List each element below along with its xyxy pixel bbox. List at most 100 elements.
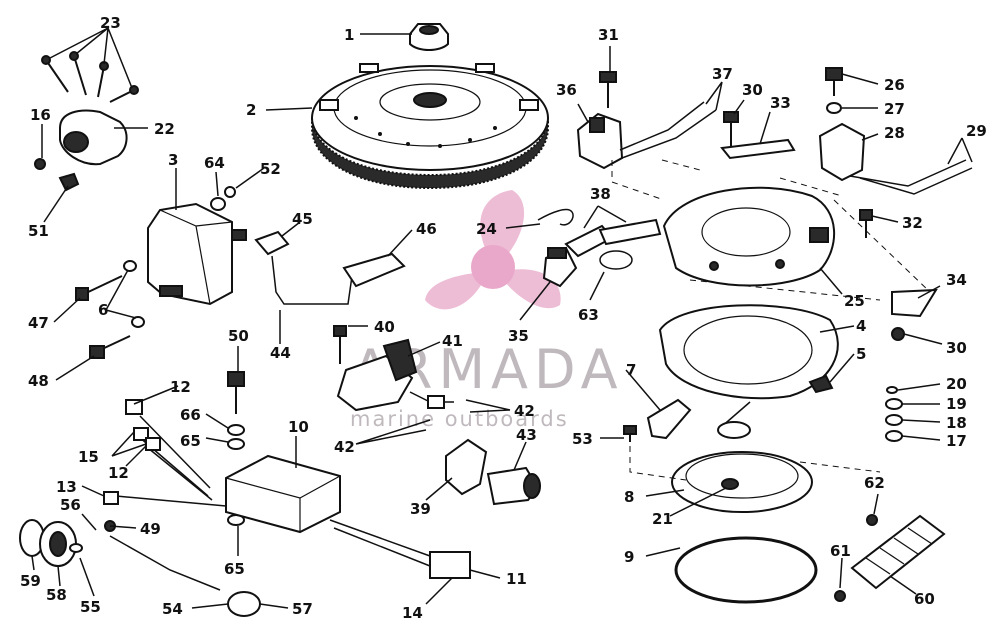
label-part-49: 49 xyxy=(140,520,161,538)
label-part-46: 46 xyxy=(416,220,437,238)
label-part-48: 48 xyxy=(28,372,49,390)
label-part-11: 11 xyxy=(506,570,527,588)
label-part-62: 62 xyxy=(864,474,885,492)
alignment-lines xyxy=(611,159,931,481)
label-part-8: 8 xyxy=(624,488,634,506)
label-part-31: 31 xyxy=(598,26,619,44)
label-part-43: 43 xyxy=(516,426,537,444)
plate-screw xyxy=(859,209,873,238)
label-part-61: 61 xyxy=(830,542,851,560)
label-part-29: 29 xyxy=(966,122,987,140)
label-part-10: 10 xyxy=(288,418,309,436)
label-part-22: 22 xyxy=(154,120,175,138)
propeller-logo-icon xyxy=(425,190,561,310)
label-part-38: 38 xyxy=(590,185,611,203)
label-part-34: 34 xyxy=(946,271,967,289)
label-part-23: 23 xyxy=(100,14,121,32)
label-part-13: 13 xyxy=(56,478,77,496)
washer-stack xyxy=(885,386,903,442)
label-part-39: 39 xyxy=(410,500,431,518)
label-part-19: 19 xyxy=(946,395,967,413)
label-part-54: 54 xyxy=(162,600,183,618)
label-part-16: 16 xyxy=(30,106,51,124)
label-part-14: 14 xyxy=(402,604,423,622)
coil-screws xyxy=(75,275,131,359)
label-part-25: 25 xyxy=(844,292,865,310)
sensor-coil xyxy=(818,67,973,195)
coil-bracket xyxy=(720,111,796,160)
label-part-30a: 30 xyxy=(742,81,763,99)
power-pack xyxy=(19,399,471,617)
label-part-17: 17 xyxy=(946,432,967,450)
label-part-37: 37 xyxy=(712,65,733,83)
label-part-55: 55 xyxy=(80,598,101,616)
label-part-2: 2 xyxy=(246,101,256,119)
label-part-63: 63 xyxy=(578,306,599,324)
washers xyxy=(123,186,236,328)
watermark-tagline: marine outboards xyxy=(350,407,569,431)
label-part-58: 58 xyxy=(46,586,67,604)
label-part-24: 24 xyxy=(476,220,497,238)
label-part-56: 56 xyxy=(60,496,81,514)
label-part-28: 28 xyxy=(884,124,905,142)
leader-lines xyxy=(31,27,973,609)
label-part-12b: 12 xyxy=(108,464,129,482)
pack-screws xyxy=(227,371,245,526)
label-part-21: 21 xyxy=(652,510,673,528)
screws xyxy=(41,51,139,103)
label-part-59: 59 xyxy=(20,572,41,590)
label-part-20: 20 xyxy=(946,375,967,393)
label-part-12a: 12 xyxy=(170,378,191,396)
armature-plate xyxy=(662,186,835,287)
label-part-66: 66 xyxy=(180,406,201,424)
retaining-ring xyxy=(674,536,818,604)
label-part-53: 53 xyxy=(572,430,593,448)
flywheel xyxy=(311,63,549,190)
retainer-clip xyxy=(891,288,938,341)
charge-coil xyxy=(576,101,717,170)
label-part-57: 57 xyxy=(292,600,313,618)
label-part-4: 4 xyxy=(856,317,866,335)
label-part-5: 5 xyxy=(856,345,866,363)
hose-assembly xyxy=(537,208,662,288)
coil-screw xyxy=(599,71,617,108)
label-part-52: 52 xyxy=(260,160,281,178)
label-part-65b: 65 xyxy=(224,560,245,578)
label-part-45: 45 xyxy=(292,210,313,228)
label-part-15: 15 xyxy=(78,448,99,466)
label-part-65a: 65 xyxy=(180,432,201,450)
mounting-bracket xyxy=(34,109,128,192)
label-part-7: 7 xyxy=(626,361,636,379)
label-part-6: 6 xyxy=(98,301,108,319)
part-labels: 1 2 3 4 5 6 7 8 9 10 11 12 12 13 14 15 1… xyxy=(20,14,987,622)
label-part-42a: 42 xyxy=(514,402,535,420)
label-part-36: 36 xyxy=(556,81,577,99)
label-part-9: 9 xyxy=(624,548,634,566)
label-part-47: 47 xyxy=(28,314,49,332)
label-part-1: 1 xyxy=(344,26,354,44)
stator xyxy=(671,451,813,513)
flywheel-nut xyxy=(409,23,449,51)
label-part-18: 18 xyxy=(946,414,967,432)
timer-lever xyxy=(623,398,751,442)
label-part-64: 64 xyxy=(204,154,225,172)
label-part-60: 60 xyxy=(914,590,935,608)
label-part-32: 32 xyxy=(902,214,923,232)
spark-plug-leads xyxy=(254,230,406,305)
label-part-30b: 30 xyxy=(946,339,967,357)
label-part-3: 3 xyxy=(168,151,178,169)
label-part-27: 27 xyxy=(884,100,905,118)
label-part-33: 33 xyxy=(770,94,791,112)
label-part-35: 35 xyxy=(508,327,529,345)
timer-base xyxy=(333,325,541,506)
label-part-50: 50 xyxy=(228,327,249,345)
label-part-44: 44 xyxy=(270,344,291,362)
label-part-51: 51 xyxy=(28,222,49,240)
label-part-26: 26 xyxy=(884,76,905,94)
retainer-ring xyxy=(658,304,839,400)
label-part-41: 41 xyxy=(442,332,463,350)
label-part-42b: 42 xyxy=(334,438,355,456)
label-part-40: 40 xyxy=(374,318,395,336)
terminal-block xyxy=(834,514,946,602)
